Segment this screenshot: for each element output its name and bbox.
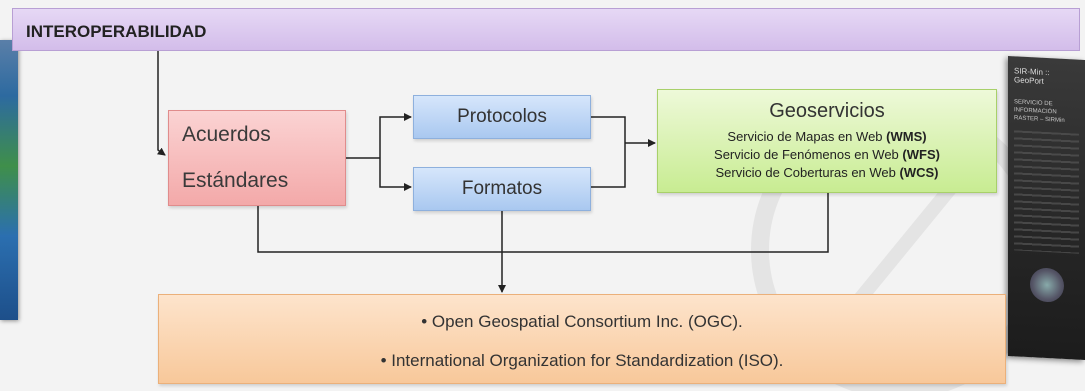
geoservicio-item-abbr: (WMS) bbox=[886, 129, 927, 144]
acuerdos-to-formatos-arrow bbox=[379, 158, 412, 191]
formatos-label: Formatos bbox=[461, 178, 543, 199]
geoservicios-box: Geoservicios Servicio de Mapas en Web (W… bbox=[657, 89, 997, 193]
organization-ogc: • Open Geospatial Consortium Inc. (OGC). bbox=[421, 312, 743, 331]
geoservicio-item-abbr: (WCS) bbox=[899, 165, 939, 180]
geoservicio-item-text: Servicio de Coberturas en Web bbox=[715, 165, 900, 180]
protocolos-box: Protocolos bbox=[413, 95, 591, 139]
organization-iso: • International Organization for Standar… bbox=[380, 351, 784, 370]
acuerdos-label: Acuerdos bbox=[182, 123, 271, 146]
geoservicio-item-text: Servicio de Fenómenos en Web bbox=[714, 147, 903, 162]
acuerdos-estandares-box: Acuerdos Estándares bbox=[168, 110, 346, 206]
bottom-bus-line bbox=[257, 193, 829, 253]
acuerdos-to-protocolos-arrow bbox=[379, 113, 412, 158]
protocolos-label: Protocolos bbox=[457, 106, 547, 127]
estandares-label: Estándares bbox=[182, 169, 289, 192]
geoservicios-title: Geoservicios bbox=[769, 100, 885, 122]
banner-to-acuerdos-arrow bbox=[156, 51, 166, 156]
geoservicio-item: Servicio de Fenómenos en Web (WFS) bbox=[714, 146, 940, 164]
formatos-box: Formatos bbox=[413, 167, 591, 211]
organizations-box: • Open Geospatial Consortium Inc. (OGC).… bbox=[158, 294, 1006, 384]
protocolos-to-geo-line bbox=[591, 116, 626, 188]
geoservicio-item-abbr: (WFS) bbox=[902, 147, 940, 162]
map-thumbnail-image bbox=[0, 40, 18, 320]
geoservicio-item-text: Servicio de Mapas en Web bbox=[727, 129, 887, 144]
banner-title: INTEROPERABILIDAD bbox=[26, 22, 207, 41]
interoperabilidad-banner: INTEROPERABILIDAD bbox=[12, 8, 1080, 51]
geoservicio-item: Servicio de Mapas en Web (WMS) bbox=[727, 128, 926, 146]
geoservicio-item: Servicio de Coberturas en Web (WCS) bbox=[715, 164, 938, 182]
